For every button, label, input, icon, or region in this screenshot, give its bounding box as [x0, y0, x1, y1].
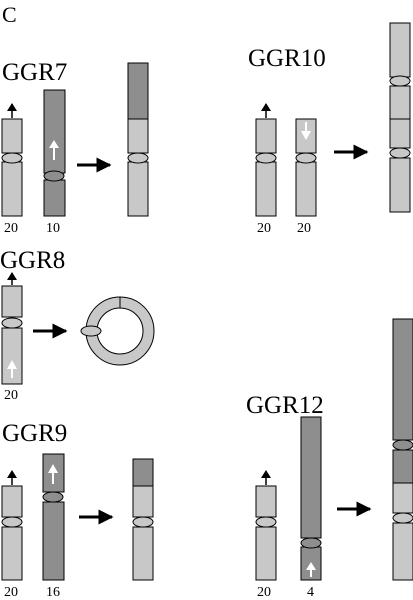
- chromosome-4: [300, 416, 322, 581]
- centromere: [295, 152, 317, 164]
- group-ggr10: GGR10 20 20: [248, 22, 411, 236]
- chromosome-number: 16: [46, 585, 60, 600]
- ring-chromosome: [80, 296, 155, 366]
- long-arm: [1, 526, 23, 581]
- group-ggr9: GGR9 20 16: [1, 420, 154, 600]
- derivative-chromosome: [132, 458, 154, 581]
- long-arm: [392, 522, 413, 581]
- chromosome-number: 20: [4, 388, 18, 403]
- group-label-ggr9: GGR9: [2, 420, 67, 447]
- arrowhead-icon: [306, 562, 316, 570]
- centromere: [389, 147, 411, 159]
- arrowhead-icon: [7, 470, 17, 478]
- chromosome-number: 20: [297, 221, 311, 236]
- arrowhead-icon: [7, 360, 17, 369]
- chromosome-20: [255, 470, 277, 581]
- short-arm: [132, 485, 154, 518]
- centromere: [392, 439, 413, 451]
- long-arm: [389, 22, 411, 78]
- group-ggr8: GGR8 20: [0, 247, 155, 403]
- long-arm: [43, 89, 66, 174]
- translocated-segment: [132, 458, 154, 487]
- panel-label: C: [2, 2, 17, 27]
- translocated-long-arm: [392, 318, 413, 441]
- chromosome-16: [42, 453, 65, 581]
- derivative-chromosome: [127, 62, 149, 217]
- long-arm: [1, 161, 23, 217]
- centromere: [389, 75, 411, 87]
- centromere: [127, 152, 149, 164]
- long-arm: [42, 501, 65, 581]
- arrowhead-icon: [7, 103, 17, 111]
- translocated-segment: [127, 62, 149, 120]
- centromere: [42, 491, 64, 503]
- group-label-ggr8: GGR8: [0, 247, 65, 274]
- chromosome-20: [1, 470, 23, 581]
- group-label-ggr12: GGR12: [246, 392, 324, 419]
- short-arm: [389, 85, 411, 120]
- short-arm: [389, 118, 411, 149]
- centromere: [255, 152, 277, 164]
- chromosome-number: 20: [4, 585, 18, 600]
- arrowhead-icon: [261, 103, 271, 111]
- centromere: [300, 537, 322, 549]
- short-arm: [392, 482, 413, 514]
- long-arm: [132, 526, 154, 581]
- centromere: [1, 317, 23, 329]
- long-arm: [389, 157, 411, 213]
- dicentric-chromosome: [389, 22, 411, 213]
- centromere: [132, 516, 154, 528]
- chromosome-20: [1, 272, 23, 385]
- chromosome-20: [1, 103, 23, 217]
- chromosome-20-inverted: [295, 118, 317, 217]
- group-label-ggr10: GGR10: [248, 45, 326, 72]
- ring-inner: [96, 307, 144, 355]
- centromere: [43, 170, 65, 182]
- centromere: [80, 325, 102, 337]
- short-arm: [1, 118, 23, 154]
- chromosome-number: 4: [307, 585, 314, 600]
- arrowhead-icon: [301, 131, 311, 140]
- chromosome-number: 20: [257, 585, 271, 600]
- short-arm: [127, 118, 149, 154]
- long-arm: [255, 161, 277, 217]
- arrowhead-icon: [49, 140, 59, 148]
- centromere: [392, 512, 413, 524]
- centromere: [255, 516, 277, 528]
- short-arm: [1, 285, 23, 318]
- chromosome-number: 20: [257, 221, 271, 236]
- long-arm: [255, 526, 277, 581]
- short-arm: [255, 118, 277, 154]
- short-arm: [1, 485, 23, 518]
- centromere: [1, 516, 23, 528]
- group-ggr7: GGR7 20 10: [1, 59, 149, 236]
- arrowhead-icon: [48, 464, 58, 473]
- arrowhead-icon: [261, 470, 271, 478]
- arrowhead-icon: [7, 272, 17, 280]
- short-arm: [255, 485, 277, 518]
- centromere: [1, 152, 23, 164]
- translocated-short-arm: [392, 449, 413, 484]
- dicentric-chromosome: [392, 318, 413, 581]
- chromosome-10: [43, 89, 66, 217]
- chromosome-number: 10: [46, 221, 60, 236]
- chromosome-20: [255, 103, 277, 217]
- group-label-ggr7: GGR7: [2, 59, 67, 86]
- group-ggr12: GGR12 20 4: [246, 318, 413, 600]
- long-arm: [295, 161, 317, 217]
- long-arm: [127, 161, 149, 217]
- long-arm: [300, 416, 322, 539]
- short-arm: [43, 179, 66, 217]
- chromosome-number: 20: [4, 221, 18, 236]
